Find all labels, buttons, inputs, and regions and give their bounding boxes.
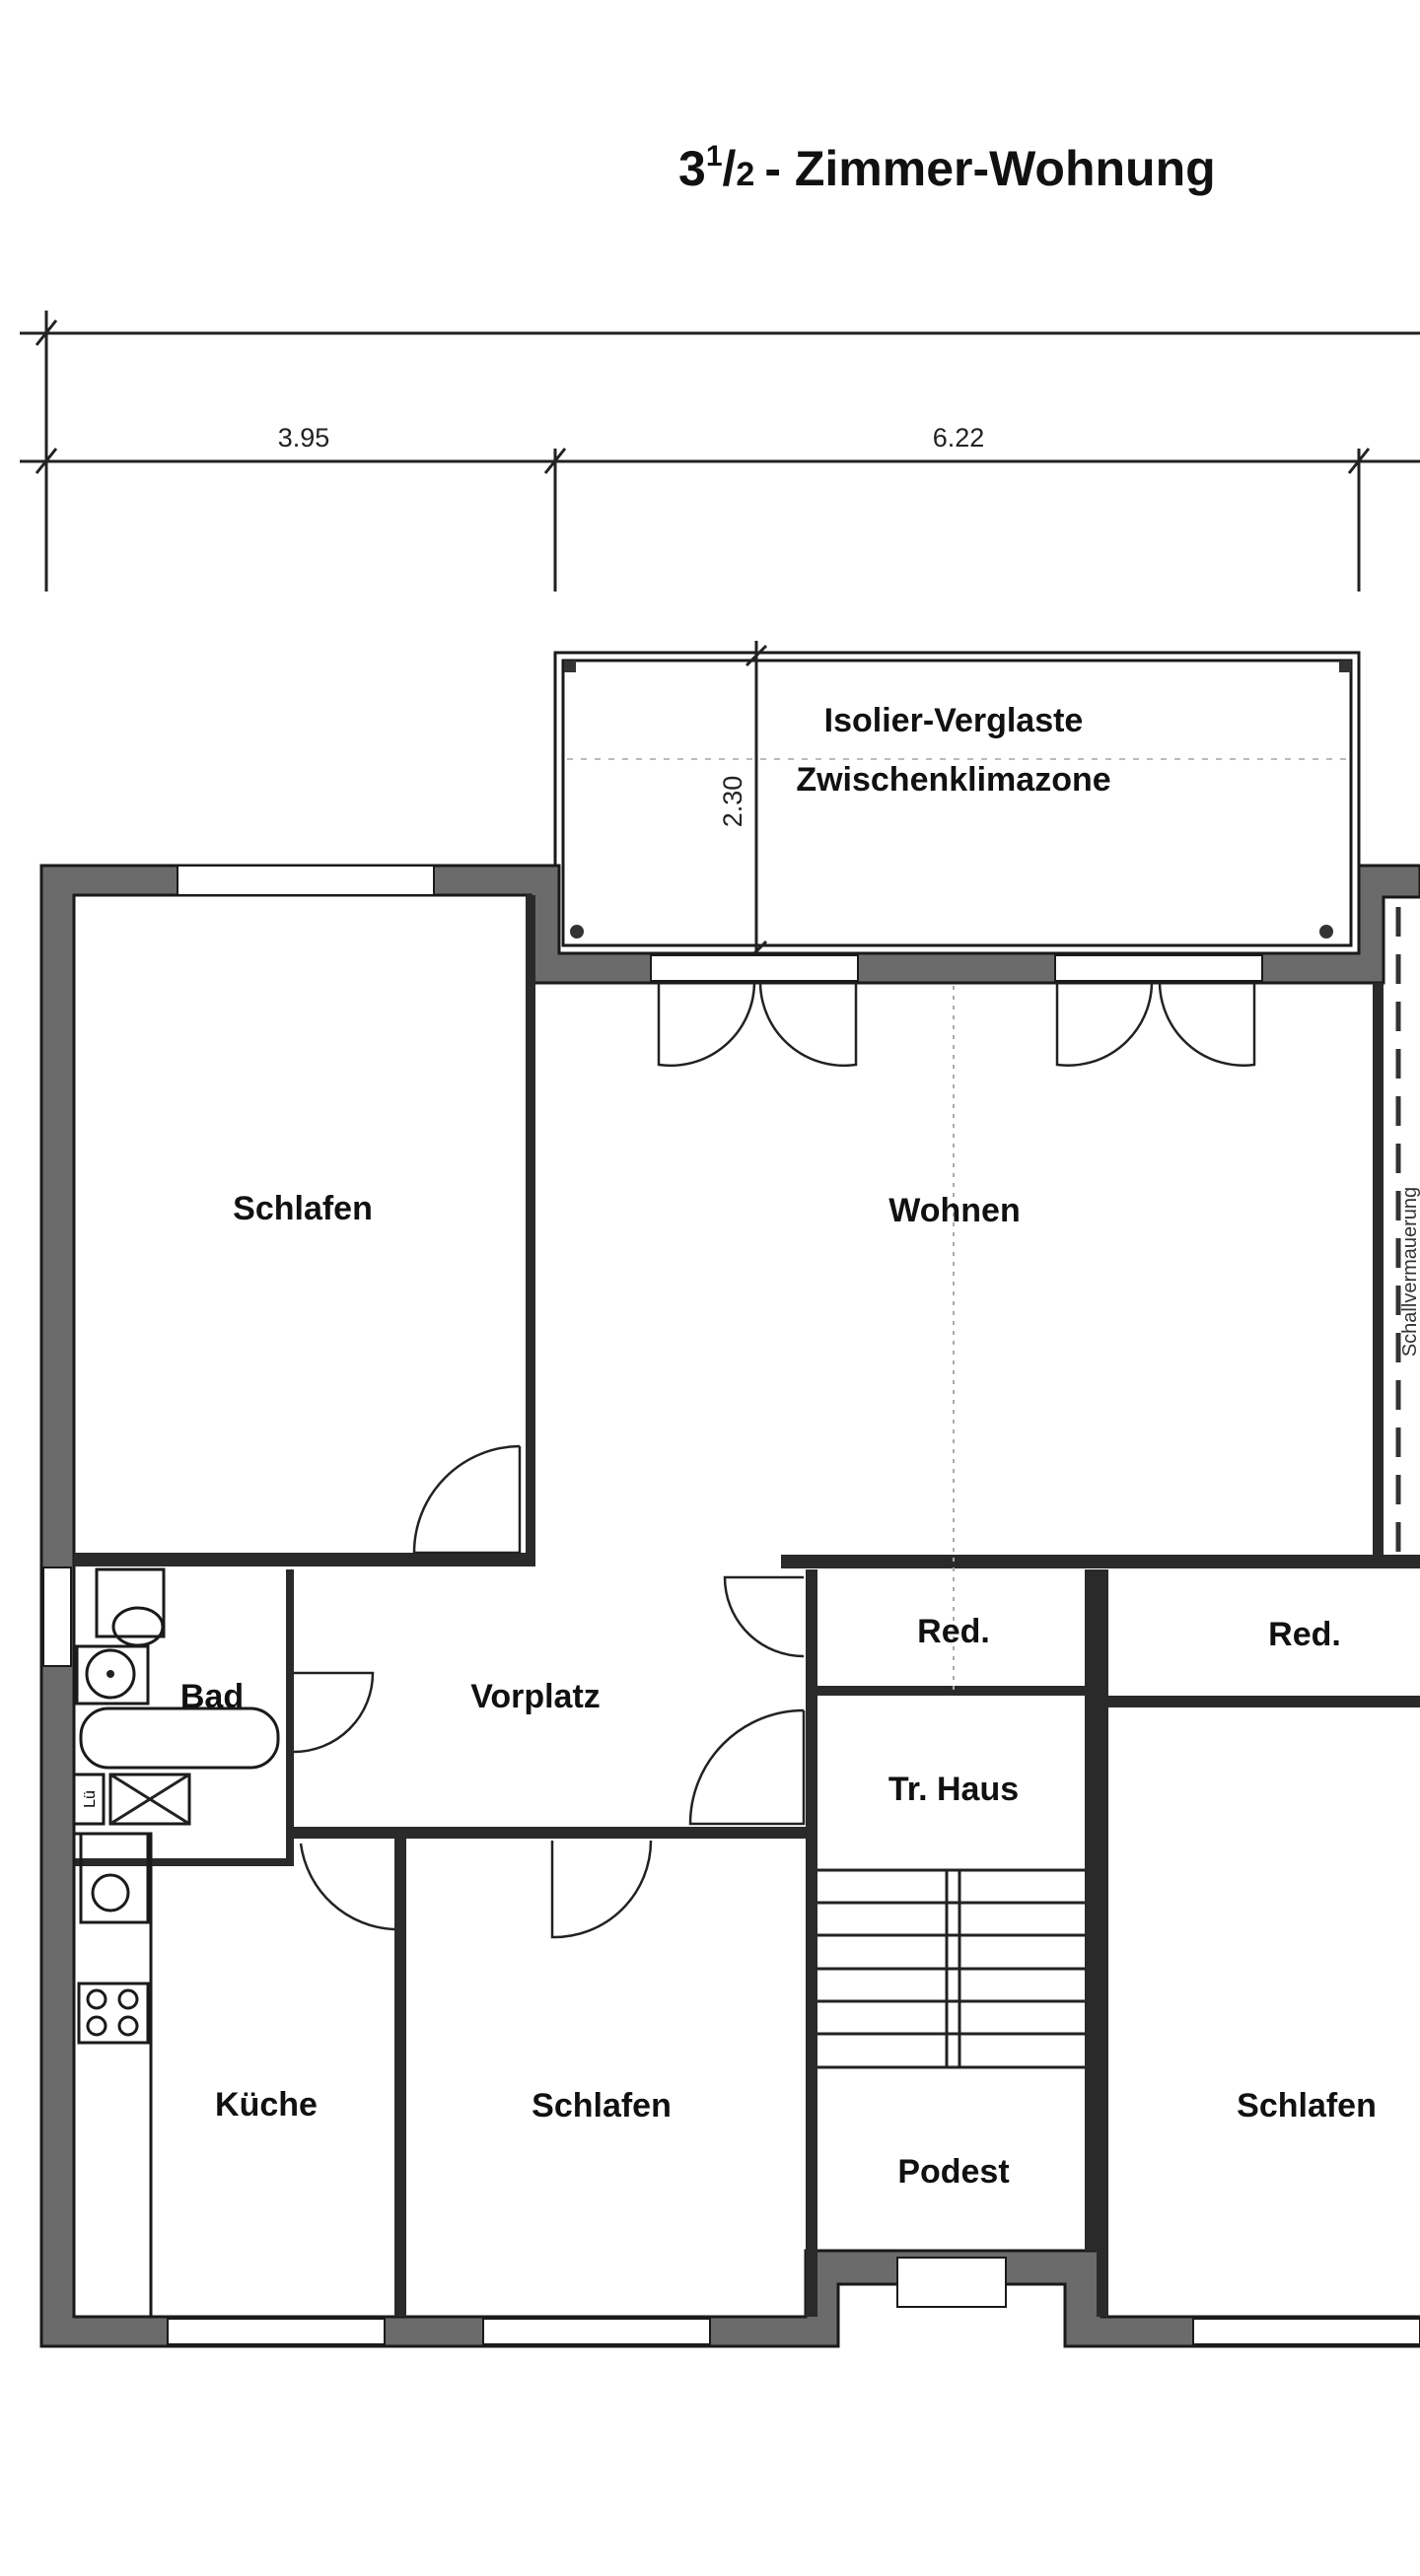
toilet-icon: [111, 1606, 165, 1647]
glazed-balcony: 2.30 Isolier-Verglaste Zwischenklimazone: [553, 641, 1361, 963]
room-red-2: Red.: [1268, 1616, 1341, 1653]
washbasin-icon: [85, 1648, 136, 1700]
side-note: Schallvermauerung: [1399, 1187, 1420, 1357]
room-schlafen-1: Schlafen: [233, 1190, 373, 1227]
room-podest: Podest: [897, 2153, 1009, 2191]
dimension-label-middle: 6.22: [933, 423, 985, 453]
staircase: [817, 1868, 1085, 2069]
bathtub-icon: [79, 1706, 280, 1770]
balcony-label-line2: Zwischenklimazone: [796, 761, 1110, 799]
doors: [293, 982, 1256, 1939]
dimension-label-left: 3.95: [278, 423, 330, 453]
room-wohnen: Wohnen: [888, 1192, 1020, 1229]
outer-walls: [39, 864, 1420, 2348]
room-vorplatz: Vorplatz: [470, 1678, 601, 1715]
balcony-label-line1: Isolier-Verglaste: [824, 702, 1084, 739]
room-red-1: Red.: [917, 1613, 990, 1650]
room-kueche: Küche: [215, 2086, 318, 2123]
dimension-lines: 3.95 6.22: [20, 311, 1420, 592]
room-labels: Schlafen Wohnen Bad Vorplatz Red. Red. T…: [180, 1190, 1377, 2191]
ventilation-label: Lü: [82, 1790, 99, 1808]
dimension-label-balcony: 2.30: [718, 776, 747, 828]
interior-walls: [74, 895, 1420, 2317]
room-schlafen-3: Schlafen: [1237, 2087, 1377, 2124]
room-treppenhaus: Tr. Haus: [888, 1771, 1019, 1808]
plan-title: 31/2- Zimmer-Wohnung: [678, 140, 1216, 196]
fixtures: Lü: [72, 1567, 280, 2319]
room-schlafen-2: Schlafen: [532, 2087, 672, 2124]
room-bad: Bad: [180, 1678, 244, 1715]
stove-icon: [77, 1982, 150, 2045]
